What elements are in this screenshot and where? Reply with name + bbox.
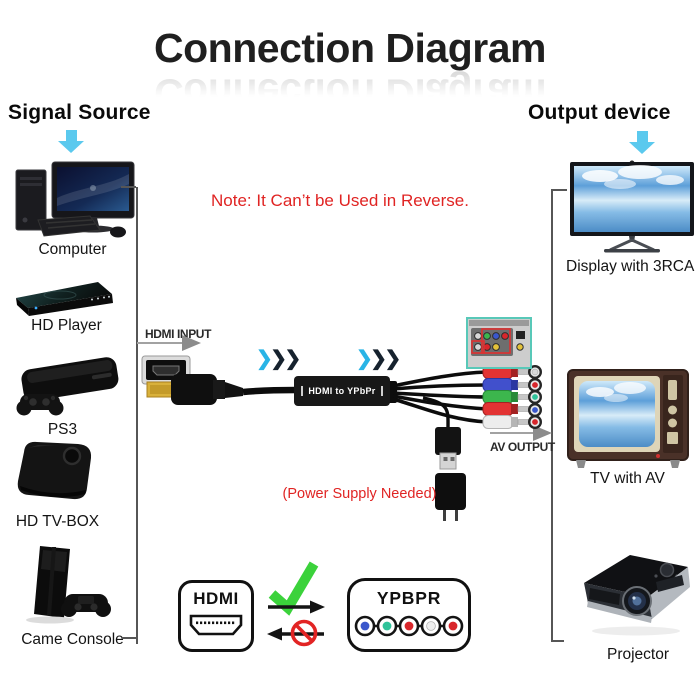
chevron-right-icon: ❯ — [384, 348, 402, 370]
chevron-right-icon: ❯ — [356, 348, 373, 370]
component-cables — [392, 370, 488, 428]
hdmi-plug — [146, 374, 298, 405]
signal-source-header: Signal Source — [8, 101, 151, 124]
usb-plug — [435, 427, 461, 470]
hdmi-input-label: HDMI INPUT — [145, 327, 211, 341]
ypbpr-connectors-icon — [354, 615, 464, 637]
device-label: Display with 3RCA — [566, 258, 695, 275]
chevron-right-icon: ❯ — [370, 348, 387, 370]
signal-flow-chevrons: ❯❯❯ — [256, 348, 302, 370]
output-device-header: Output device — [528, 101, 671, 124]
hd-tv-box-image — [17, 441, 92, 500]
device-label: HD Player — [31, 317, 102, 334]
av-output-label: AV OUTPUT — [490, 440, 555, 454]
hdmi-connector-icon — [189, 614, 243, 636]
rca-plugs — [482, 365, 531, 429]
power-adapter — [435, 473, 466, 521]
ypbpr-badge: YPBPR — [347, 578, 471, 652]
av-output-arrow-head — [533, 425, 552, 441]
hd-player-image — [16, 282, 113, 316]
device-label: PS3 — [47, 421, 78, 438]
rca-port-icons — [528, 365, 542, 429]
hdmi-badge-label: HDMI — [193, 589, 239, 608]
tv-av-image — [567, 369, 689, 468]
chevron-right-icon: ❯ — [270, 348, 287, 370]
left-bracket-top-tick — [121, 186, 136, 188]
direction-arrows — [267, 561, 325, 647]
chevron-right-icon: ❯ — [256, 348, 273, 370]
signal-flow-chevrons: ❯❯❯ — [356, 348, 402, 370]
tv-back-panel-photo — [466, 317, 532, 369]
hdmi-badge: HDMI — [178, 580, 254, 652]
chevron-right-icon: ❯ — [284, 348, 302, 370]
device-label: TV with AV — [590, 470, 665, 487]
right-bracket-line — [551, 189, 553, 642]
converter-cable-image — [141, 355, 542, 521]
right-bracket-top-tick — [551, 189, 567, 191]
hdmi-input-arrow — [137, 342, 182, 344]
ypbpr-badge-label: YPBPR — [376, 588, 442, 608]
converter-box-label: HDMI to YPbPr — [308, 386, 376, 396]
av-output-arrow — [490, 432, 533, 434]
projector-image — [584, 555, 690, 636]
device-label: Came Console — [21, 631, 124, 648]
ps3-image — [16, 357, 119, 416]
device-label: Projector — [606, 646, 670, 663]
device-label: HD TV-BOX — [15, 513, 100, 530]
down-arrow-icon — [627, 131, 659, 154]
device-label: Computer — [38, 241, 107, 258]
hdmi-input-arrow-head — [182, 335, 201, 351]
prohibited-icon — [290, 619, 318, 647]
page-title: Connection Diagram — [154, 25, 546, 71]
game-console-image — [26, 546, 111, 624]
reverse-warning-note: Note: It Can’t be Used in Reverse. — [211, 191, 469, 210]
tv-back-panel-graphic — [469, 320, 529, 356]
right-arrow-icon — [268, 600, 325, 614]
right-bracket-bottom-tick — [551, 640, 564, 642]
left-bracket-line — [136, 187, 138, 644]
computer-image — [15, 161, 135, 238]
converter-box: HDMI to YPbPr — [294, 376, 390, 406]
power-supply-note: (Power Supply Needed) — [282, 486, 437, 502]
down-arrow-icon — [56, 130, 88, 153]
left-bracket-bottom-tick — [122, 637, 136, 639]
checkmark-icon — [268, 561, 319, 616]
display-3rca-image — [570, 160, 694, 253]
